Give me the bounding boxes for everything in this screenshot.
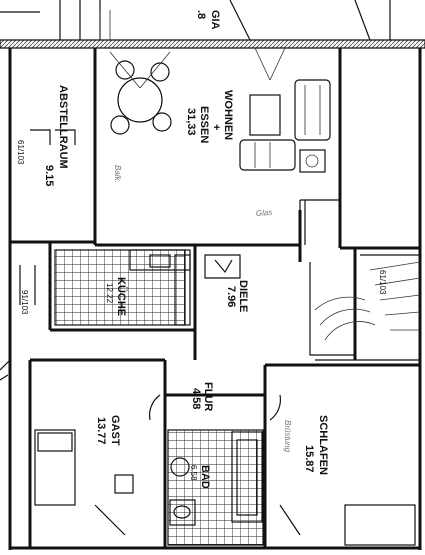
bad-area: 6.58: [189, 465, 198, 481]
balcony-top: [0, 0, 425, 49]
wohnen-plus: +: [210, 124, 222, 130]
top-fragment-2: .8: [195, 10, 207, 19]
room-wohnen: WOHNEN + ESSEN 31,33: [185, 90, 234, 143]
glass-partition: Glas: [256, 199, 340, 245]
kitchen-tiles: [54, 249, 186, 326]
schlafen-label: SCHLAFEN: [317, 415, 329, 475]
abstellraum-label: ABSTELLRAUM: [57, 85, 69, 169]
doors: [94, 254, 301, 536]
room-flur: FLUR 4.58: [190, 382, 214, 411]
abstellraum-area: 9.15: [43, 165, 55, 186]
staircase: [314, 254, 421, 361]
gast-label: GAST: [109, 415, 121, 446]
sofa-group: [239, 47, 331, 173]
kueche-area: 12.22: [105, 283, 114, 304]
room-kueche: KÜCHE 12.22: [105, 277, 128, 316]
interior-walls: [10, 210, 420, 548]
faint-left: Balk.: [113, 165, 122, 183]
window-right: 61/103: [378, 270, 387, 295]
bedroom-bed: [344, 504, 416, 546]
glas-label: Glas: [256, 208, 273, 218]
diele-label: DIELE: [237, 280, 249, 312]
room-abstellraum: ABSTELLRAUM 9.15: [43, 85, 69, 186]
outer-walls: [8, 48, 422, 550]
section-marker: [0, 359, 11, 381]
wohnen-label: WOHNEN: [222, 90, 234, 140]
room-bad: BAD 6.58: [189, 465, 211, 489]
schlafen-area: 15.87: [303, 445, 315, 473]
kueche-label: KÜCHE: [115, 277, 128, 316]
abstellraum-window: 61/103: [16, 140, 25, 165]
flur-area: 4.58: [190, 388, 202, 409]
dining-table: [109, 51, 172, 135]
wohnen-area: 31,33: [185, 108, 197, 136]
bath-tiles: [167, 429, 264, 546]
room-diele: DIELE 7.96: [225, 280, 249, 312]
diele-area: 7.96: [225, 286, 237, 307]
guest-bed: [34, 429, 134, 506]
bath-fixtures: [169, 431, 263, 526]
window-left: 91/103: [20, 290, 29, 315]
storage-shelves: [19, 129, 76, 305]
top-fragment: GIA: [209, 10, 221, 30]
faint-right: Brüstung: [283, 420, 292, 453]
essen-label: ESSEN: [198, 106, 210, 143]
gast-area: 13.77: [95, 417, 107, 445]
bad-label: BAD: [199, 465, 211, 489]
flur-label: FLUR: [202, 382, 214, 411]
kitchen-counter: [129, 249, 191, 326]
room-schlafen: SCHLAFEN 15.87: [303, 415, 329, 475]
room-gast: GAST 13.77: [95, 415, 121, 446]
